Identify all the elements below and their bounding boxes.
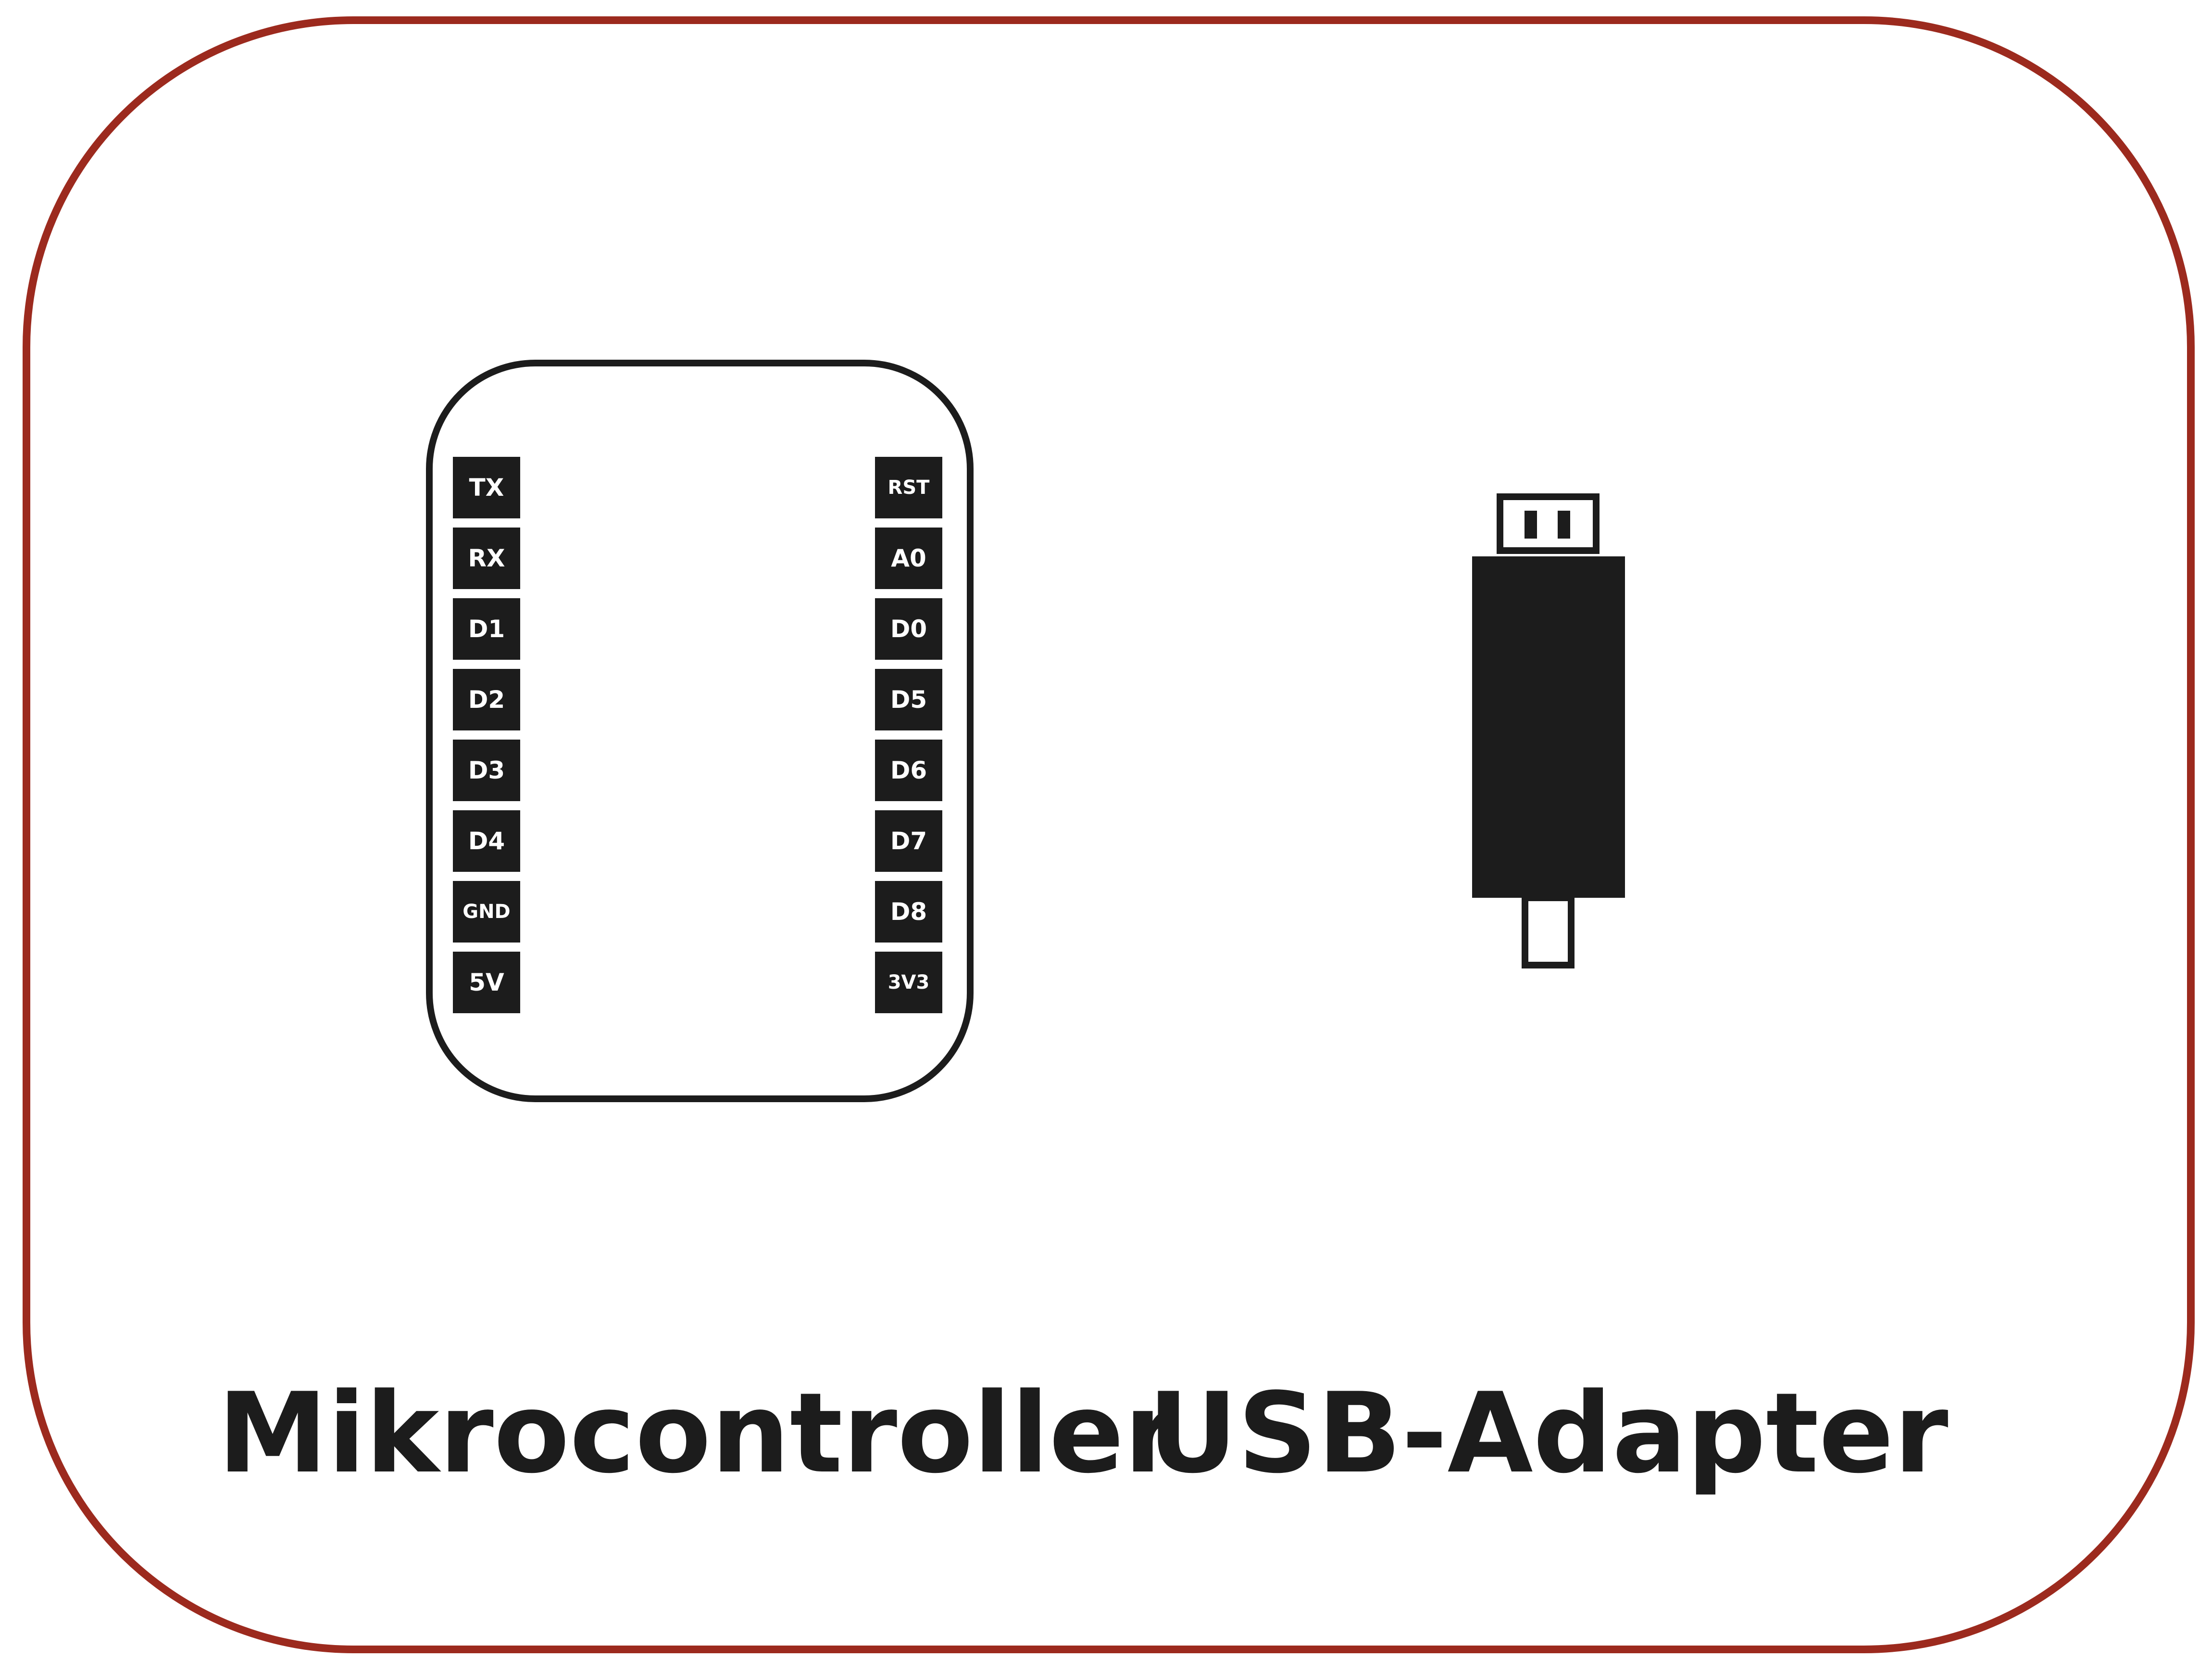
- microcontroller-outline: [426, 360, 974, 1102]
- usb-adapter-caption: USB-Adapter: [1148, 1370, 1948, 1498]
- left-pin-label: D4: [468, 827, 505, 855]
- usb-a-contact: [1525, 511, 1537, 539]
- right-pin-3v3: [875, 952, 942, 1013]
- right-pin-label: A0: [891, 544, 926, 572]
- left-pin-d2: [453, 669, 520, 730]
- usb-adapter-body: [1472, 556, 1625, 898]
- right-pin-d5: [875, 669, 942, 730]
- left-pin-gnd: [453, 881, 520, 943]
- left-pin-label: 5V: [469, 968, 504, 996]
- right-pin-label: D0: [890, 615, 927, 643]
- left-pin-label: TX: [469, 474, 504, 502]
- usb-a-contact: [1558, 511, 1570, 539]
- left-pin-rx: [453, 528, 520, 589]
- right-pin-label: D8: [890, 898, 927, 926]
- left-pin-label: RX: [468, 544, 505, 572]
- left-pin-label: D1: [468, 615, 505, 643]
- left-pin-label: D3: [468, 756, 505, 784]
- right-pin-rst: [875, 457, 942, 518]
- right-pin-label: D7: [890, 827, 927, 855]
- right-pin-label: D6: [890, 756, 927, 784]
- usb-adapter: [1472, 493, 1625, 968]
- usb-adapter-tail-connector: [1522, 894, 1575, 968]
- left-pin-d3: [453, 740, 520, 801]
- microcontroller-caption: Mikrocontroller: [218, 1370, 1179, 1498]
- right-pin-label: 3V3: [888, 971, 930, 993]
- right-pin-d6: [875, 740, 942, 801]
- left-pin-d1: [453, 598, 520, 660]
- left-pin-label: GND: [462, 901, 511, 923]
- right-pin-d7: [875, 810, 942, 872]
- right-pin-d0: [875, 598, 942, 660]
- right-pin-label: D5: [890, 686, 927, 714]
- left-pin-tx: [453, 457, 520, 518]
- right-pin-d8: [875, 881, 942, 943]
- left-pin-d4: [453, 810, 520, 872]
- right-pin-label: RST: [888, 477, 930, 499]
- left-pin-5v: [453, 952, 520, 1013]
- right-pin-a0: [875, 528, 942, 589]
- left-pin-label: D2: [468, 686, 505, 714]
- usb-a-plug: [1497, 493, 1600, 554]
